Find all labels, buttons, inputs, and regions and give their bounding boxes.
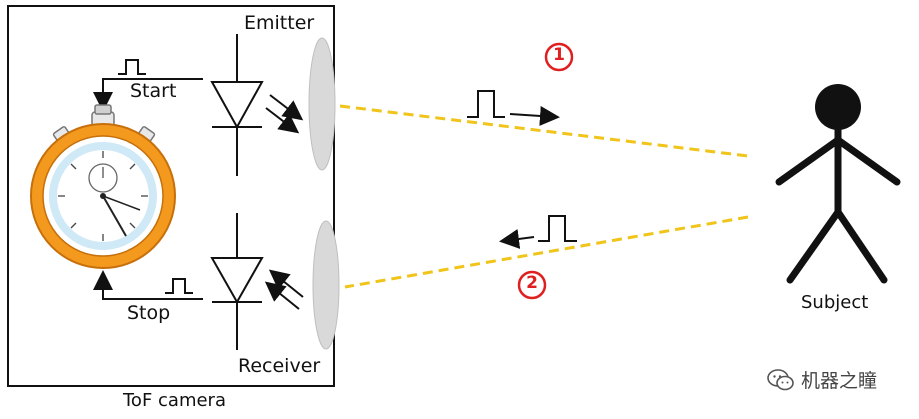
emitter-lens <box>308 37 336 171</box>
subject-label: Subject <box>801 292 869 313</box>
return-light-path <box>344 215 749 289</box>
watermark-text: 机器之瞳 <box>801 370 878 392</box>
emitter-diode-icon <box>210 34 264 176</box>
receiver-label: Receiver <box>238 355 321 377</box>
marker-outgoing-label: 1 <box>553 45 565 65</box>
outgoing-pulse-icon <box>467 90 560 126</box>
receiver-rays-icon <box>264 269 304 310</box>
marker-outgoing-circle <box>544 42 574 72</box>
tof-camera-label: ToF camera <box>123 390 226 411</box>
marker-return-label: 2 <box>526 273 538 293</box>
stopwatch-icon <box>30 104 176 269</box>
stop-pulse-icon <box>165 278 193 294</box>
start-pulse-icon <box>118 59 146 75</box>
start-signal-wire <box>93 59 203 112</box>
start-label: Start <box>130 80 177 102</box>
receiver-lens <box>312 220 340 350</box>
emitter-rays-icon <box>265 94 304 134</box>
marker-return-circle <box>517 270 547 300</box>
wechat-icon <box>767 368 794 390</box>
watermark: 机器之瞳 <box>767 366 877 393</box>
emitter-label: Emitter <box>244 12 315 34</box>
return-pulse-icon <box>499 215 577 249</box>
receiver-diode-icon <box>210 213 264 350</box>
camera-box <box>7 5 335 387</box>
stop-label: Stop <box>127 302 171 324</box>
stop-signal-wire <box>93 270 203 300</box>
outgoing-light-path <box>339 104 749 158</box>
subject-figure-icon <box>775 84 901 284</box>
